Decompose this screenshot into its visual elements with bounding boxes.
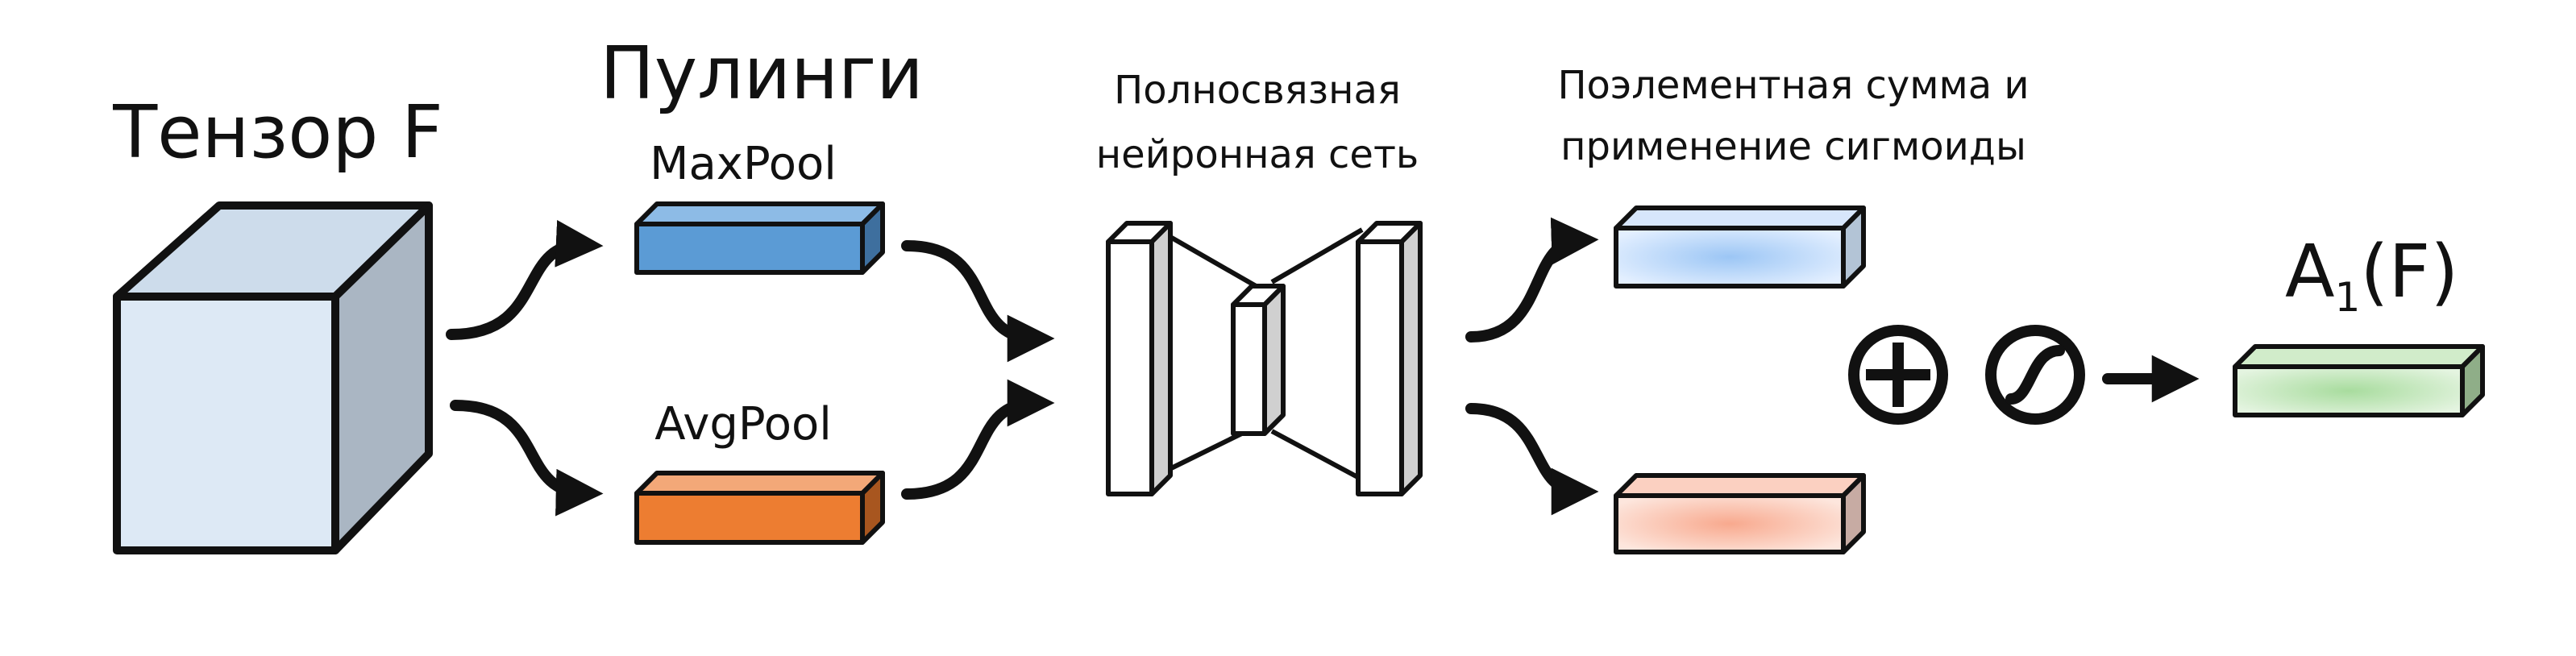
fc-input-layer	[1106, 239, 1154, 496]
output-label-main: A	[2285, 230, 2335, 314]
sum-label-line2: применение сигмоиды	[1560, 124, 2026, 169]
output-vector-green	[2233, 344, 2485, 417]
fc-hidden-layer	[1231, 302, 1267, 436]
fc-network	[1106, 221, 1423, 496]
sum-label-line1: Поэлементная сумма и	[1557, 63, 2029, 108]
arrow-tensor-to-maxpool	[446, 220, 604, 340]
sigmoid-icon	[1985, 325, 2085, 425]
poolings-title: Пулинги	[600, 31, 924, 116]
fc-label-line1: Полносвязная	[1114, 68, 1401, 113]
fc-output-layer	[1356, 239, 1404, 496]
maxpool-label: MaxPool	[650, 138, 837, 190]
arrow-maxpool-to-fc	[901, 240, 1055, 363]
plus-circle-icon	[1848, 325, 1948, 425]
output-label-subscript: 1	[2335, 274, 2361, 321]
maxpool-vector	[634, 201, 885, 275]
result-vector-blue	[1614, 206, 1866, 289]
fc-label-line2: нейронная сеть	[1096, 132, 1419, 177]
tensor-label: Тензор F	[112, 90, 443, 175]
arrow-avgpool-to-fc	[901, 379, 1055, 500]
avgpool-label: AvgPool	[654, 398, 832, 450]
arrow-fc-to-blue	[1465, 217, 1599, 343]
result-vector-orange	[1614, 473, 1866, 554]
tensor-cube	[113, 201, 433, 554]
arrow-tensor-to-avgpool	[450, 400, 604, 517]
tensor-cube-front	[113, 293, 339, 554]
output-label: A1(F)	[2285, 230, 2458, 321]
arrow-fc-to-orange	[1465, 403, 1599, 516]
output-label-arg: (F)	[2360, 230, 2458, 314]
avgpool-vector	[634, 471, 885, 545]
